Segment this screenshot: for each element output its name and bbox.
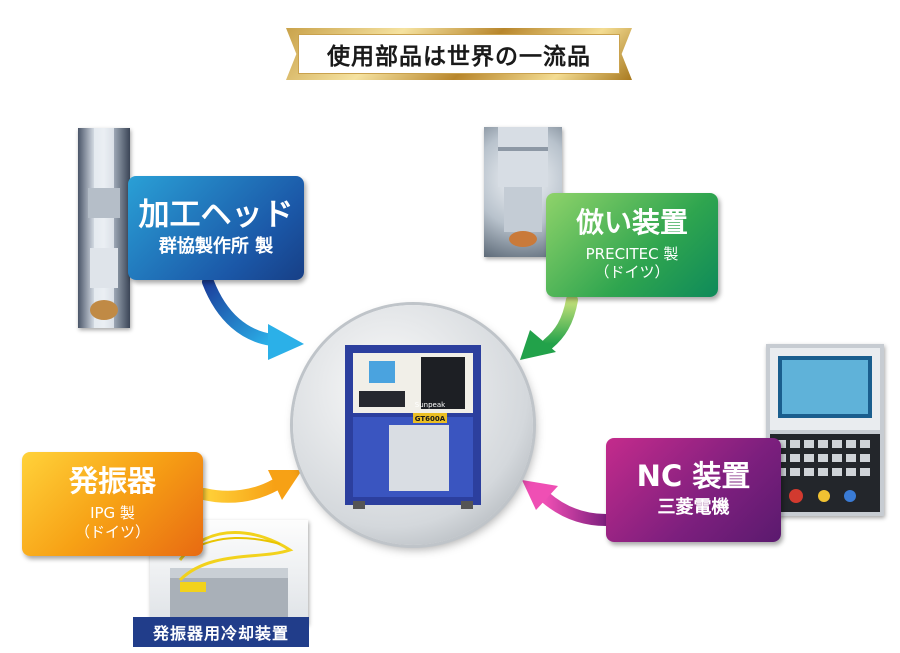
laser-head-label: 加工ヘッド 群協製作所 製 bbox=[128, 176, 304, 280]
chiller-caption: 発振器用冷却装置 bbox=[133, 617, 309, 647]
page-title: 使用部品は世界の一流品 bbox=[327, 44, 591, 70]
nc-maker: 三菱電機 bbox=[657, 496, 730, 518]
machine-circle: Sunpeak GT600A bbox=[293, 305, 533, 545]
laser-head-title: 加工ヘッド bbox=[138, 196, 294, 233]
arrow-oscillator-to-machine bbox=[198, 470, 302, 503]
oscillator-title: 発振器 bbox=[68, 464, 156, 499]
oscillator-country: （ドイツ） bbox=[74, 522, 150, 541]
title-banner: 使用部品は世界の一流品 bbox=[298, 34, 620, 74]
machine-model: GT600A bbox=[415, 415, 446, 423]
arrow-head-to-machine bbox=[202, 276, 304, 360]
nozzle-title: 倣い装置 bbox=[575, 205, 688, 239]
machine-brand: Sunpeak bbox=[415, 401, 446, 409]
nc-title: NC 装置 bbox=[636, 458, 751, 493]
arrow-nozzle-to-machine bbox=[520, 294, 578, 360]
arrow-nc-to-machine bbox=[522, 480, 612, 526]
nozzle-maker: PRECITEC 製 bbox=[585, 244, 679, 263]
nozzle-country: （ドイツ） bbox=[594, 263, 670, 282]
laser-head-maker: 群協製作所 製 bbox=[158, 235, 274, 257]
laser-head-photo bbox=[78, 128, 130, 328]
nozzle-label: 倣い装置 PRECITEC 製 （ドイツ） bbox=[546, 193, 718, 297]
nc-controller-photo bbox=[766, 344, 884, 516]
oscillator-label: 発振器 IPG 製 （ドイツ） bbox=[22, 452, 203, 556]
oscillator-maker: IPG 製 bbox=[90, 504, 135, 523]
nc-label: NC 装置 三菱電機 bbox=[606, 438, 781, 542]
laser-machine-illustration: Sunpeak GT600A bbox=[345, 345, 481, 509]
